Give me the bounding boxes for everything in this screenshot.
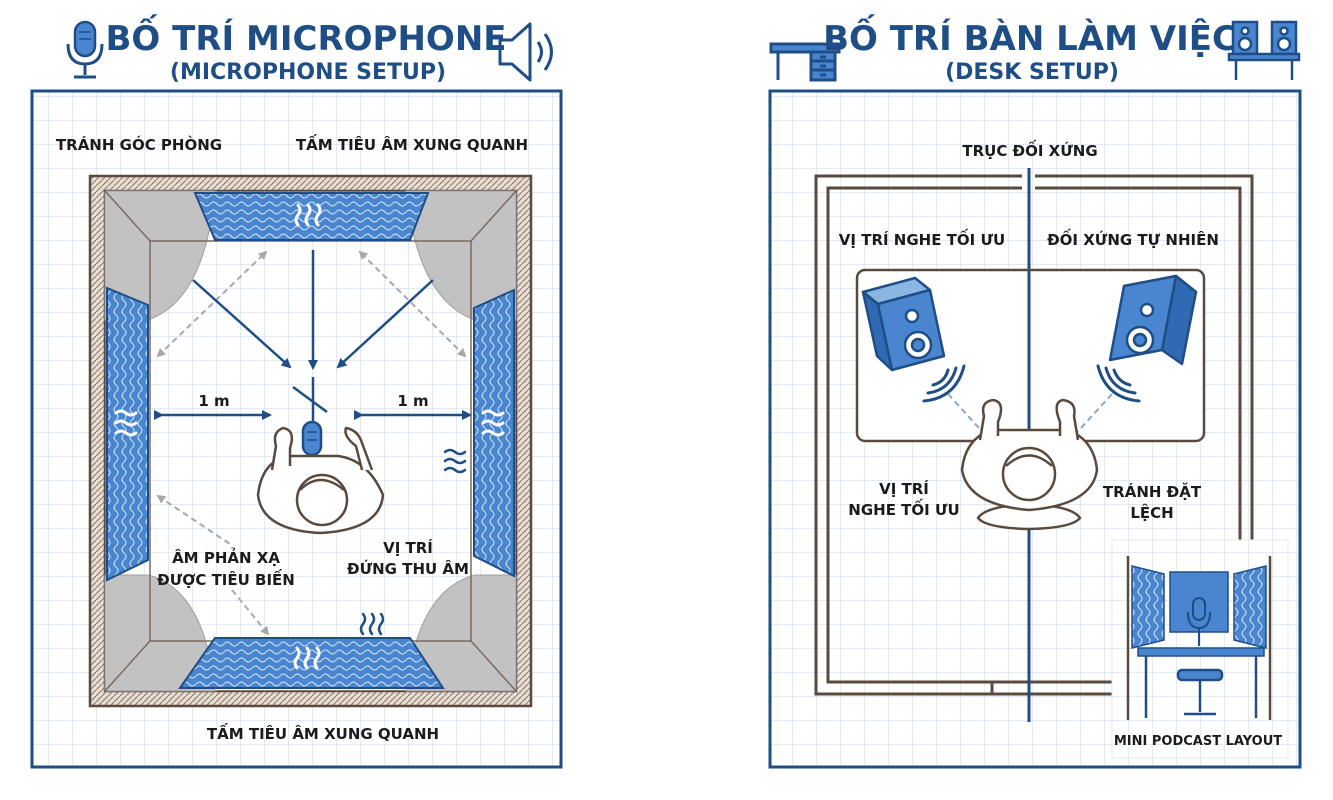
- mini-panel-right: [1233, 565, 1267, 649]
- reflection-label-line1: ÂM PHẢN XẠ: [172, 546, 280, 567]
- right-speaker-icon: [1108, 274, 1198, 366]
- acoustic-panel-top: [193, 192, 430, 241]
- left-speaker-icon: [861, 276, 946, 372]
- acoustic-panel-bottom: [178, 637, 445, 689]
- absorption-waves-icon-blue: [359, 448, 467, 636]
- listener-position-label-line2: NGHE TỐI ƯU: [848, 498, 959, 519]
- recording-position-label-line1: VỊ TRÍ: [383, 538, 433, 557]
- mini-podcast-inset: MINI PODCAST LAYOUT: [1111, 539, 1289, 759]
- microphone-icon: [66, 20, 104, 79]
- desk-setup-title: BỐ TRÍ BÀN LÀM VIỆC: [823, 14, 1237, 59]
- person-top-view: [256, 426, 385, 535]
- microphone-setup-subtitle: (MICROPHONE SETUP): [170, 60, 446, 85]
- mini-desk: [1137, 647, 1265, 657]
- desk-setup-panel: BỐ TRÍ BÀN LÀM VIỆC (DESK SETUP) TRỤC ĐỐ…: [768, 14, 1302, 769]
- microphone-setup-title: BỐ TRÍ MICROPHONE: [106, 14, 507, 59]
- avoid-offset-label-line2: LỆCH: [1130, 502, 1173, 522]
- natural-symmetry-label: ĐỐI XỨNG TỰ NHIÊN: [1047, 228, 1219, 249]
- microphone-setup-panel: BỐ TRÍ MICROPHONE (MICROPHONE SETUP) TRÁ…: [30, 14, 563, 769]
- desk-setup-subtitle: (DESK SETUP): [945, 60, 1119, 85]
- listener-position-label-line1: VỊ TRÍ: [879, 479, 929, 498]
- top-panels-label: TẤM TIÊU ÂM XUNG QUANH: [296, 133, 528, 154]
- sound-waves-icon: [922, 364, 1141, 403]
- mini-stool: [1176, 668, 1224, 716]
- sound-direction-arrows: [192, 250, 434, 370]
- studio-monitors-icon: [1227, 20, 1301, 80]
- bottom-panels-label: TẤM TIÊU ÂM XUNG QUANH: [207, 722, 439, 743]
- mini-microphone-icon: [1187, 597, 1211, 646]
- reflection-arrows: [156, 250, 467, 636]
- mini-panel-left: [1131, 565, 1165, 649]
- optimal-listening-label: VỊ TRÍ NGHE TỐI ƯU: [839, 228, 1005, 249]
- distance-label-left: 1 m: [198, 392, 229, 410]
- reflection-label-line2: ĐƯỢC TIÊU BIẾN: [157, 568, 295, 589]
- absorption-waves-icon: [114, 203, 505, 670]
- symmetry-axis-label: TRỤC ĐỐI XỨNG: [962, 139, 1097, 160]
- mini-layout-label: MINI PODCAST LAYOUT: [1114, 734, 1282, 749]
- corner-label: TRÁNH GÓC PHÒNG: [56, 135, 222, 154]
- room-outline: [814, 174, 1254, 696]
- speaker-icon: [498, 22, 553, 82]
- mini-booth-frame: [1126, 556, 1272, 720]
- listener-top-view: [960, 398, 1099, 531]
- mini-desk-legs: [1144, 656, 1258, 718]
- avoid-offset-label-line1: TRÁNH ĐẶT: [1103, 481, 1202, 501]
- recording-position-label-line2: ĐỨNG THU ÂM: [347, 559, 469, 578]
- distance-label-right: 1 m: [397, 392, 428, 410]
- desk-icon: [769, 42, 841, 82]
